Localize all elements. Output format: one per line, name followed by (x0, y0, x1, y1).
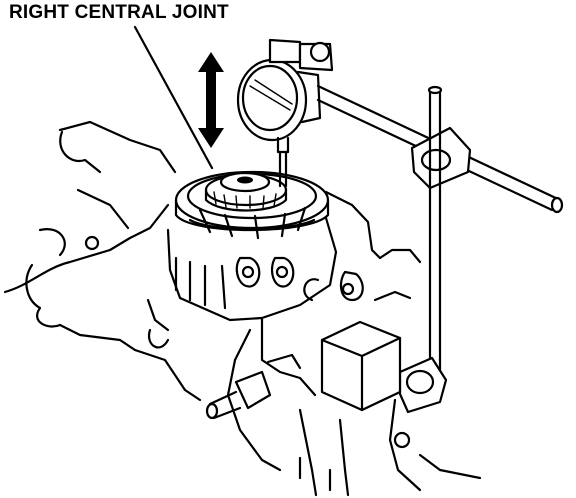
right-central-joint-label: RIGHT CENTRAL JOINT (9, 2, 229, 23)
dial-indicator (236, 38, 334, 188)
callout-leader-line (133, 25, 214, 170)
transmission-housing (3, 120, 482, 497)
right-central-joint (174, 170, 330, 240)
indicator-stand (316, 84, 564, 414)
vertical-movement-arrow-icon (198, 52, 224, 148)
side-shaft (205, 370, 272, 420)
